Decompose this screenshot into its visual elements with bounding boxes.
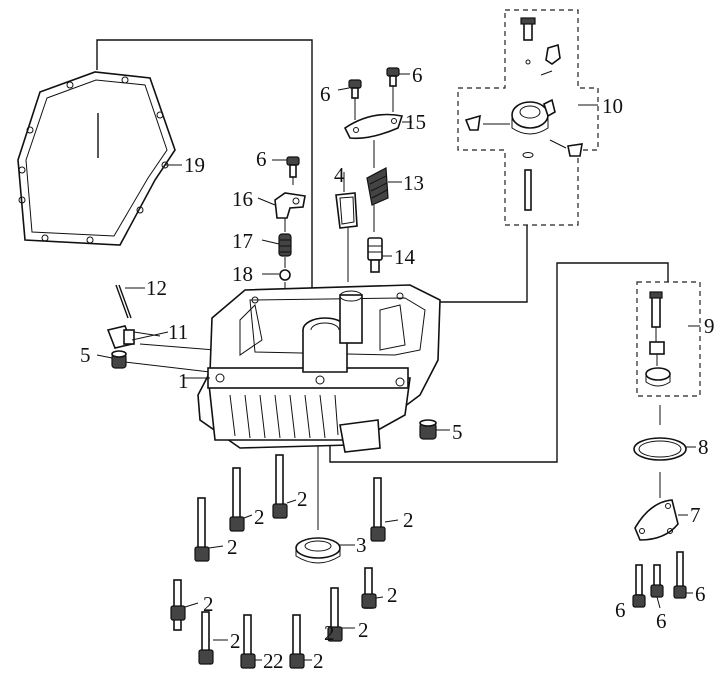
bolt-2-j xyxy=(289,614,312,669)
pump-cover-7 xyxy=(634,499,688,541)
oil-pump-assembly-9 xyxy=(636,281,701,397)
governor-assembly-10 xyxy=(457,9,599,226)
callout-18: 18 xyxy=(232,262,253,286)
callout-5: 5 xyxy=(80,343,91,367)
drain-plug-5-left xyxy=(96,350,127,369)
callout-9: 9 xyxy=(704,314,715,338)
callout-6: 6 xyxy=(320,82,331,106)
callout-2: 2 xyxy=(273,649,284,673)
screw-6-b xyxy=(386,67,410,87)
screw-6-f xyxy=(673,551,693,599)
callout-2: 2 xyxy=(387,583,398,607)
oil-sensor-11 xyxy=(106,325,169,349)
bolt-2-i xyxy=(240,614,262,669)
bolt-2-b xyxy=(272,454,297,519)
callout-labels: 1 2 2 2 2 2 2 2 2 2 2 2 2 3 4 5 5 6 6 6 … xyxy=(80,63,715,673)
callout-2: 2 xyxy=(254,505,265,529)
callout-6: 6 xyxy=(656,609,667,633)
bolt-2-g xyxy=(327,587,355,642)
callout-6: 6 xyxy=(695,582,706,606)
bracket-16 xyxy=(257,192,306,219)
screw-6-d xyxy=(632,564,646,608)
screw-6-e xyxy=(650,564,664,609)
drain-plug-5-right xyxy=(419,419,450,440)
screw-6-c xyxy=(272,156,300,178)
callout-2: 2 xyxy=(403,508,414,532)
callout-2: 2 xyxy=(297,487,308,511)
callout-8: 8 xyxy=(698,435,709,459)
callout-15: 15 xyxy=(405,110,426,134)
callout-19: 19 xyxy=(184,153,205,177)
callout-16: 16 xyxy=(232,187,253,211)
callout-2: 2 xyxy=(263,649,274,673)
o-ring-8 xyxy=(633,437,696,461)
callout-4: 4 xyxy=(334,163,345,187)
crankcase-1 xyxy=(183,284,441,453)
connector-lines xyxy=(96,39,669,530)
callout-14: 14 xyxy=(394,245,416,269)
callout-7: 7 xyxy=(690,503,701,527)
bolt-2-a xyxy=(229,467,253,532)
callout-3: 3 xyxy=(356,533,367,557)
callout-17: 17 xyxy=(232,229,253,253)
callout-2: 2 xyxy=(203,592,214,616)
callout-11: 11 xyxy=(168,320,188,344)
bolt-2-c xyxy=(194,497,224,562)
callout-2: 2 xyxy=(230,629,241,653)
oil-seal-3 xyxy=(295,537,355,564)
screw-6-a xyxy=(337,79,362,99)
reed-plate-13 xyxy=(366,167,402,206)
spring-17 xyxy=(261,233,292,257)
bolt-2-f xyxy=(361,567,384,609)
callout-1: 1 xyxy=(178,369,189,393)
callout-6: 6 xyxy=(256,147,267,171)
pin-12 xyxy=(115,284,145,319)
bolt-2-e xyxy=(170,579,199,631)
ball-18 xyxy=(262,269,291,281)
callout-6: 6 xyxy=(412,63,423,87)
cover-plate-15 xyxy=(343,113,412,140)
gasket-19 xyxy=(17,71,182,246)
callout-10: 10 xyxy=(602,94,623,118)
callout-2: 2 xyxy=(324,621,335,645)
callout-2: 2 xyxy=(313,649,324,673)
callout-13: 13 xyxy=(403,171,424,195)
callout-5: 5 xyxy=(452,420,463,444)
bolt-2-d xyxy=(370,477,399,542)
screen-4 xyxy=(335,172,358,229)
callout-6: 6 xyxy=(615,598,626,622)
callout-2: 2 xyxy=(358,618,369,642)
valve-14 xyxy=(367,237,392,273)
bolt-2-h xyxy=(198,611,228,665)
callout-2: 2 xyxy=(227,535,238,559)
callout-12: 12 xyxy=(146,276,167,300)
